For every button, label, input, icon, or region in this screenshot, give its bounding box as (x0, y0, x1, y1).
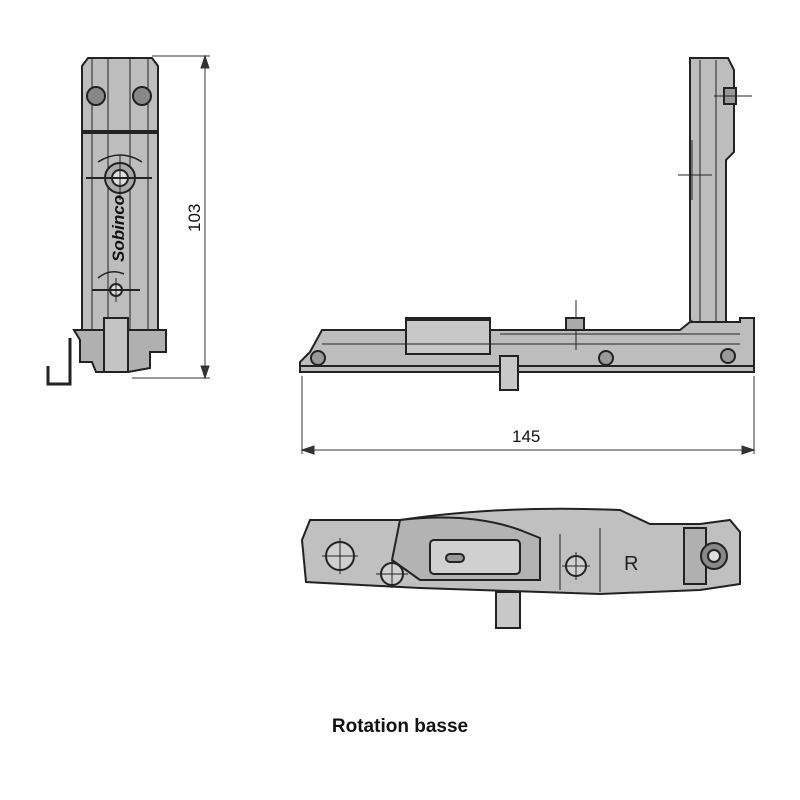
width-dimension (300, 376, 756, 455)
top-view (300, 507, 741, 629)
height-dimension-label: 103 (185, 204, 204, 232)
side-view (299, 57, 755, 391)
caption: Rotation basse (331, 716, 469, 737)
front-view (46, 57, 167, 386)
logo-text: Sobinco (109, 195, 128, 262)
side-marker: R (624, 553, 638, 575)
height-dimension (132, 54, 210, 380)
width-dimension-label: 145 (512, 427, 540, 446)
